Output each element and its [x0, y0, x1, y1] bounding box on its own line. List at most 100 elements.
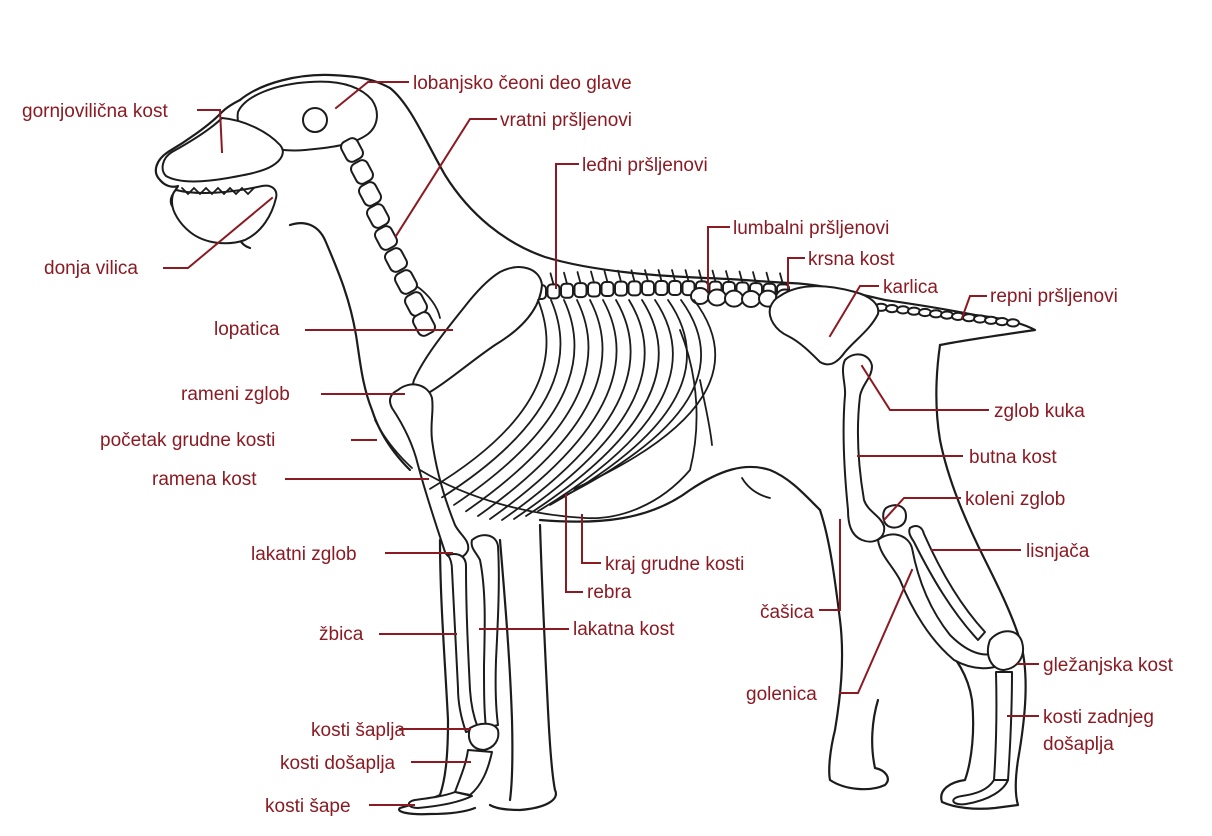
vertebra — [546, 283, 561, 300]
ribcage — [419, 299, 717, 521]
leader-repni — [960, 295, 987, 320]
tail-vertebra — [918, 307, 932, 318]
tail-vertebra — [907, 306, 921, 316]
lumbar-vertebra — [741, 290, 761, 308]
cervical-vertebra — [374, 225, 398, 251]
cervical-vertebra — [394, 269, 418, 295]
vertebra — [668, 280, 682, 297]
label-ramena-kost: ramena kost — [152, 469, 257, 490]
cervical-vertebrae — [340, 137, 436, 337]
rib — [489, 299, 618, 520]
radius-bone — [447, 553, 479, 733]
label-repni-prsljenovi: repni pršljenovi — [990, 286, 1118, 307]
rib — [453, 299, 576, 506]
elbow-fold — [741, 477, 771, 499]
teeth-row — [181, 186, 255, 196]
leader-zglob-kuka — [860, 364, 989, 411]
label-lakatni-zglob: lakatni zglob — [251, 544, 357, 565]
label-lisnjaca: lisnjača — [1026, 541, 1090, 562]
label-kosti-sape: kosti šape — [265, 796, 351, 817]
label-zbica: žbica — [319, 624, 364, 645]
spinous-process — [671, 269, 676, 282]
label-donja-vilica: donja vilica — [44, 258, 138, 279]
label-glezanjska-kost: gležanjska kost — [1043, 655, 1174, 676]
label-kosti-dosaplja: kosti došaplja — [280, 753, 396, 774]
leader-lumbalni — [707, 226, 730, 291]
spinous-process — [657, 269, 663, 282]
hindlimb-bones — [768, 285, 1024, 806]
spinous-process — [684, 269, 690, 283]
label-casica: čašica — [760, 602, 814, 623]
patella-bone — [882, 504, 907, 529]
skull — [161, 80, 378, 245]
label-karlica: karlica — [883, 277, 938, 298]
carpal-bones — [468, 722, 500, 751]
rib — [513, 299, 646, 520]
front-leg-between-outline — [498, 538, 514, 802]
spinous-process — [644, 269, 649, 283]
leader-rebra — [565, 494, 583, 593]
vertebra — [627, 280, 642, 297]
label-lumbalni-prsljenovi: lumbalni pršljenovi — [733, 218, 889, 239]
tail-vertebra — [1006, 318, 1020, 328]
cervical-vertebra — [384, 247, 408, 273]
tail-vertebra — [984, 315, 998, 325]
leader-kraj — [581, 514, 601, 564]
label-kosti-saplja: kosti šaplja — [311, 720, 405, 741]
spinous-process — [603, 270, 609, 283]
rib — [537, 299, 674, 513]
humerus-bone — [389, 383, 470, 560]
label-koleni-zglob: koleni zglob — [965, 489, 1065, 510]
dog-body-outline — [154, 73, 1037, 816]
label-butna-kost: butna kost — [969, 447, 1057, 468]
cervical-vertebra — [350, 159, 374, 185]
flank-fold — [699, 379, 713, 446]
vertebra — [560, 282, 574, 299]
leader-krsna — [787, 257, 805, 289]
ulna-bone — [470, 534, 500, 729]
belly-outline — [538, 465, 822, 523]
rib — [429, 299, 548, 490]
spinous-process — [738, 270, 744, 284]
leader-lines — [163, 81, 1039, 806]
label-kosti-zadnjeg-dosaplja-line1: kosti zadnjeg — [1043, 707, 1154, 728]
forelimb-bones — [374, 266, 543, 809]
label-zglob-kuka: zglob kuka — [994, 401, 1085, 422]
rib — [573, 299, 717, 490]
label-ledni-prsljenovi: leđni pršljenovi — [582, 155, 708, 176]
lumbar-vertebra — [690, 287, 710, 305]
rib — [549, 299, 688, 506]
leader-casica — [819, 519, 841, 611]
label-pocetak-grudne-kosti: početak grudne kosti — [100, 430, 275, 451]
tail-vertebra — [995, 317, 1009, 327]
vertebra — [600, 281, 615, 298]
label-krsna-kost: krsna kost — [808, 249, 895, 270]
metatarsal-bones — [993, 671, 1013, 781]
lumbar-vertebra — [707, 288, 727, 307]
vertebra — [614, 280, 628, 297]
tail-vertebra — [962, 313, 976, 323]
spinous-process — [590, 270, 595, 284]
leader-koleni — [882, 497, 961, 522]
vertebra — [587, 281, 601, 298]
spinous-process — [725, 270, 730, 283]
spinous-process — [711, 269, 717, 283]
spinous-process — [563, 271, 568, 285]
ribcage-outline — [419, 329, 698, 520]
label-lobanjsko-ceoni-deo-glave: lobanjsko čeoni deo glave — [413, 73, 632, 94]
lower-jaw-bone — [171, 184, 278, 245]
labels: gornjovilična kost lobanjsko čeoni deo g… — [22, 73, 1174, 817]
fibula-bone — [908, 525, 986, 641]
front-leg-right-outline — [488, 523, 558, 812]
tail-vertebra — [973, 314, 987, 324]
cervical-vertebra — [366, 203, 390, 229]
hindquarter-outline — [935, 343, 1027, 810]
spinous-process — [752, 271, 757, 284]
eye-orbit — [302, 107, 328, 133]
tail-vertebra — [940, 310, 954, 320]
label-rebra: rebra — [587, 582, 632, 603]
spinous-process — [698, 269, 703, 283]
leader-golenica — [839, 568, 914, 694]
